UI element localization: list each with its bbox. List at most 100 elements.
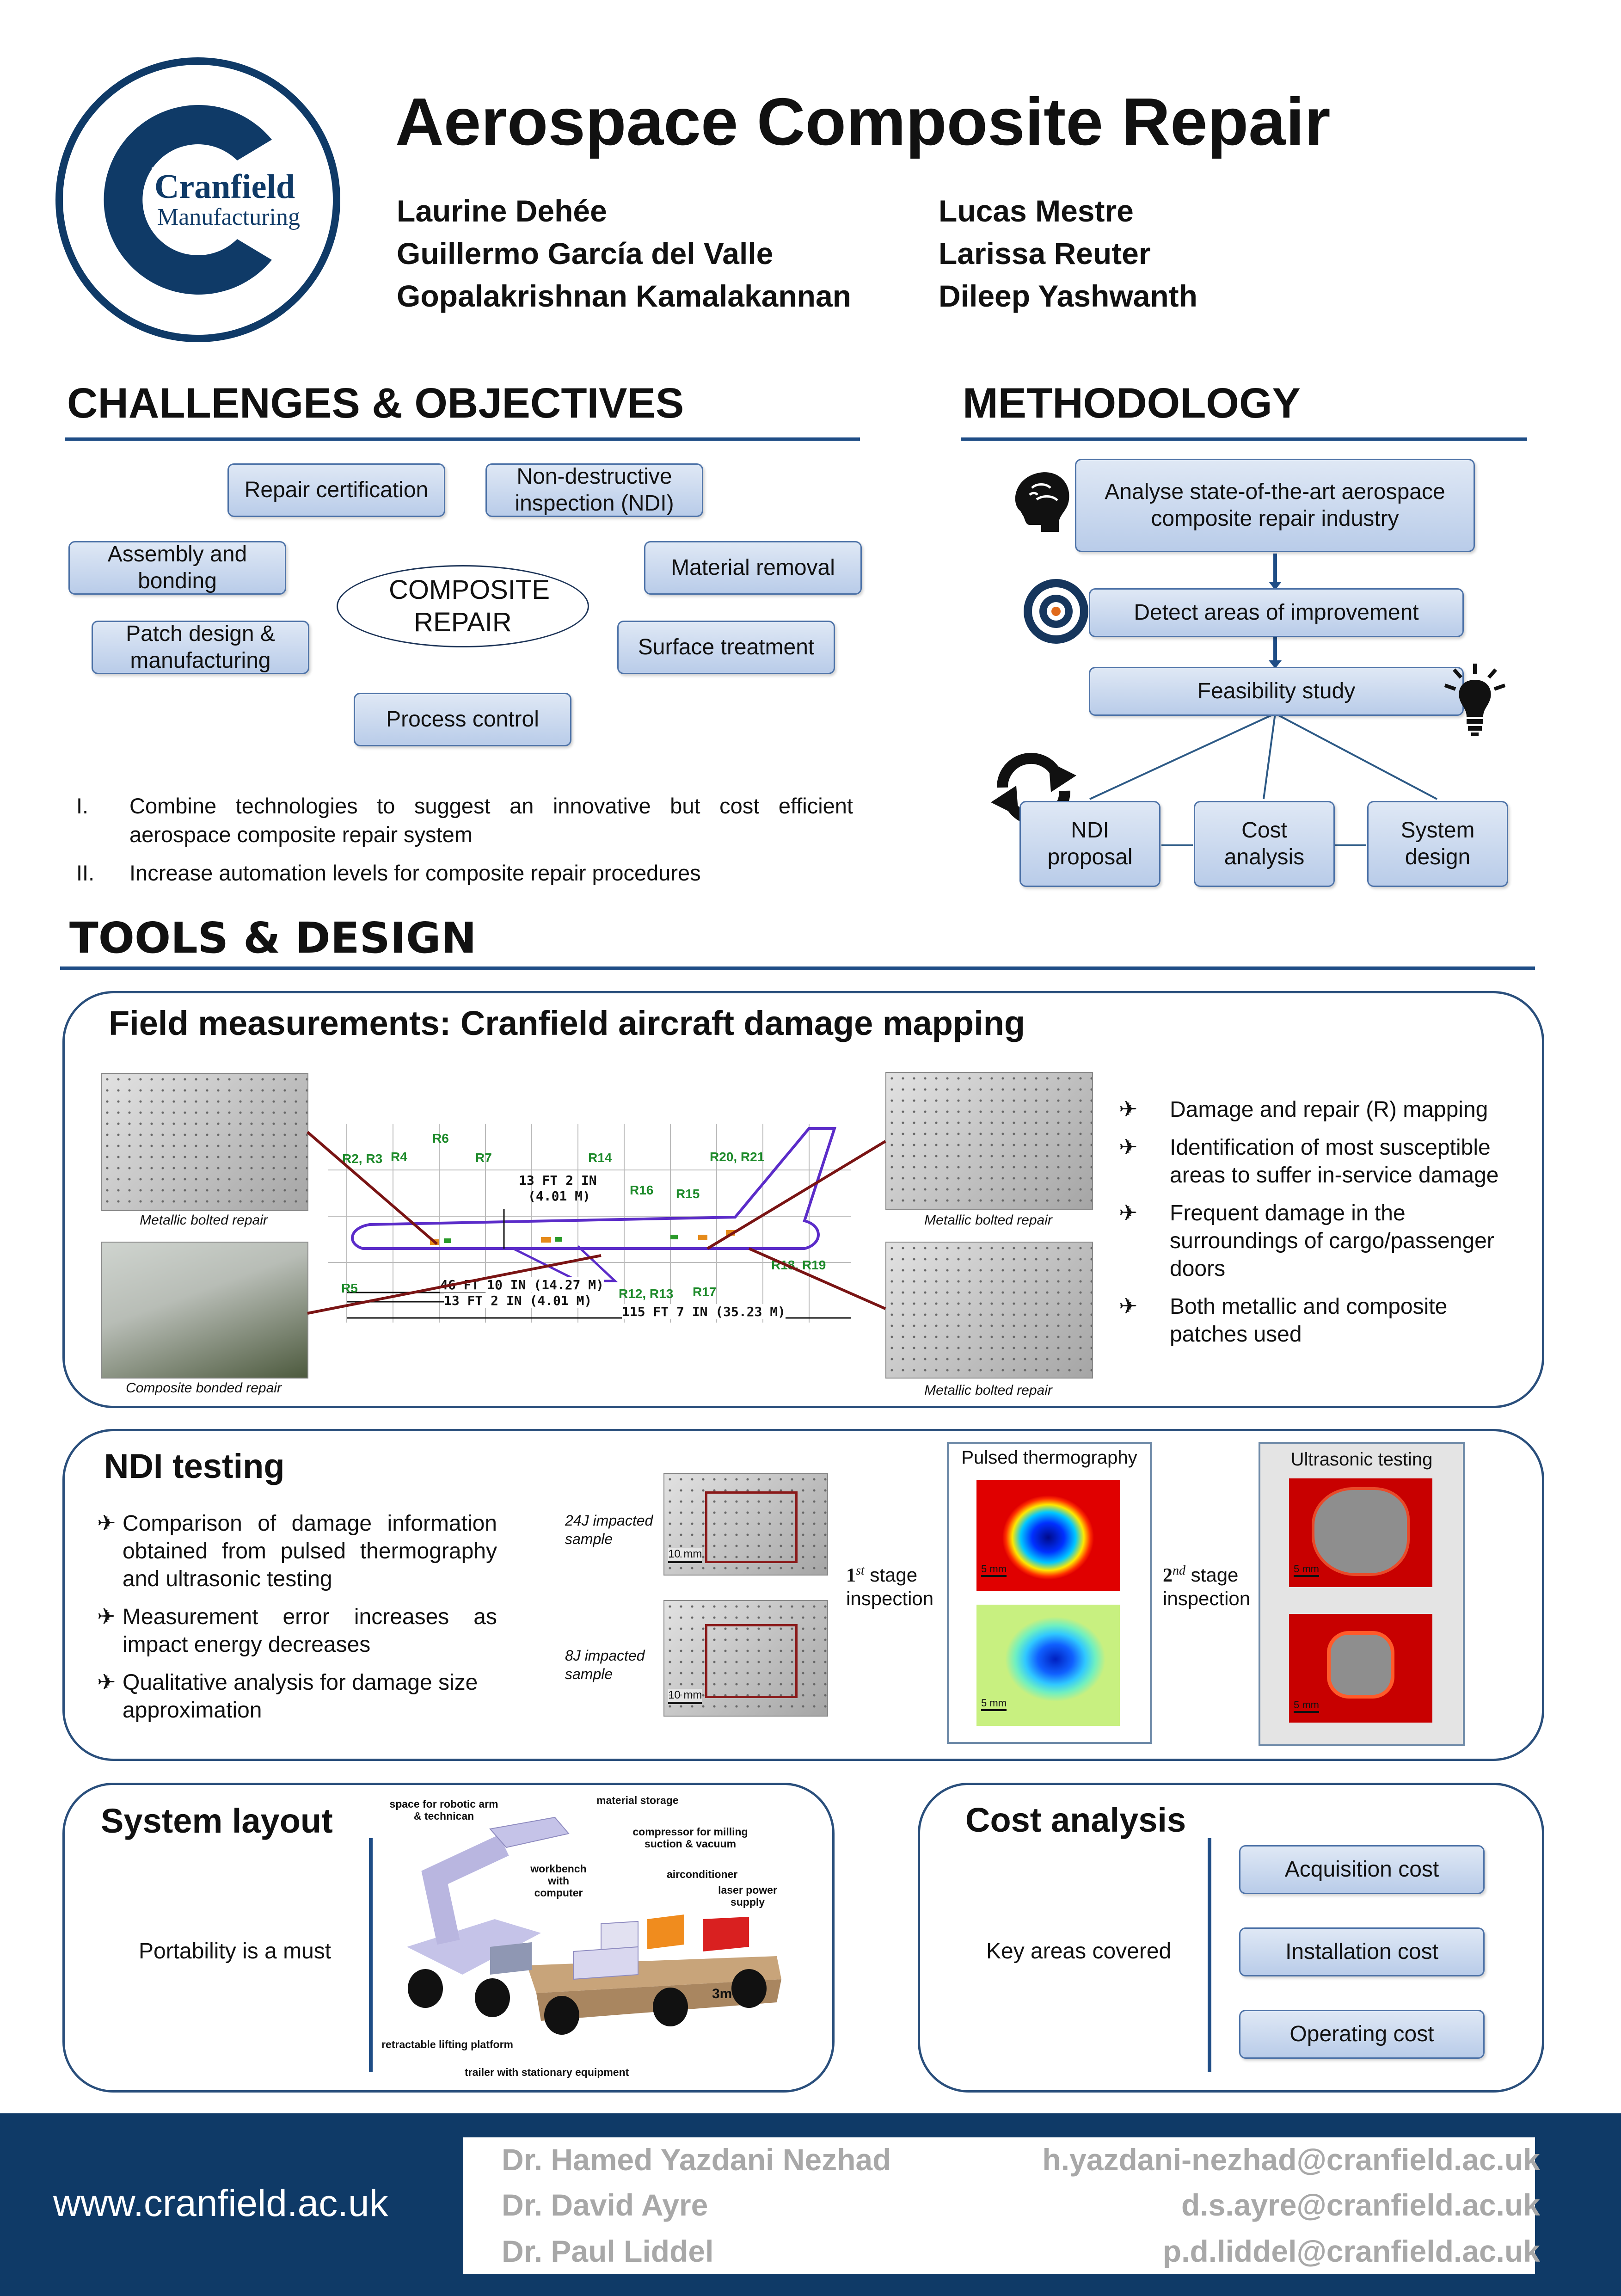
cost-item: Acquisition cost — [1239, 1845, 1485, 1894]
airplane-bullet-icon: ✈ — [1119, 1135, 1138, 1160]
airplane-bullet-icon: ✈ — [97, 1511, 116, 1536]
repair-caption: Metallic bolted repair — [140, 1213, 268, 1228]
scale-bar: 5 mm — [981, 1697, 1007, 1711]
method-step: Analyse state-of-the-art aerospace compo… — [1075, 459, 1475, 552]
layout-label: space for robotic arm & technican — [389, 1798, 498, 1822]
photo-link-arrows — [307, 1131, 886, 1315]
layout-label: airconditioner — [667, 1868, 738, 1880]
repair-label: R5 — [341, 1281, 358, 1295]
ndi-bullets: ✈ Comparison of damage information obtai… — [97, 1510, 497, 1724]
stage-suffix: nd — [1173, 1563, 1185, 1578]
bullet-text: Frequent damage in the surroundings of c… — [1170, 1201, 1494, 1281]
repair-caption: Metallic bolted repair — [924, 1383, 1052, 1398]
challenge-box: Process control — [354, 693, 571, 746]
authors-left: Laurine Dehée Guillermo García del Valle… — [397, 190, 851, 317]
contact-email[interactable]: h.yazdani-nezhad@cranfield.ac.uk — [1042, 2142, 1540, 2177]
field-bullets: ✈ Damage and repair (R) mapping ✈ Identi… — [1119, 1096, 1526, 1348]
repair-caption: Composite bonded repair — [126, 1380, 282, 1396]
bullet-text: Identification of most susceptible areas… — [1170, 1135, 1499, 1188]
scale-bar: 5 mm — [1294, 1563, 1319, 1577]
ndi-bullet: ✈ Measurement error increases as impact … — [97, 1603, 497, 1659]
contact-email[interactable]: d.s.ayre@cranfield.ac.uk — [1181, 2188, 1540, 2222]
contacts-box — [463, 2137, 1535, 2274]
layout-label: compressor for milling suction & vacuum — [632, 1826, 748, 1850]
stage-number: 2 — [1163, 1565, 1173, 1586]
methodology-rule — [961, 437, 1527, 441]
airplane-bullet-icon: ✈ — [1119, 1097, 1138, 1122]
stage-suffix: st — [856, 1563, 865, 1578]
sample-label: 8J impacted sample — [565, 1647, 645, 1682]
brain-icon — [1009, 467, 1074, 536]
tools-rule — [60, 966, 1535, 970]
cost-item: Installation cost — [1239, 1927, 1485, 1976]
method-outcome: NDI proposal — [1019, 801, 1160, 887]
repair-caption: Metallic bolted repair — [924, 1213, 1052, 1228]
repair-photo — [885, 1242, 1093, 1379]
logo-name: Cranfield — [152, 167, 298, 207]
ultrasonic-map — [1289, 1478, 1432, 1587]
repair-label: R7 — [475, 1151, 492, 1165]
system-divider — [369, 1838, 373, 2072]
repair-label: R20, R21 — [710, 1150, 765, 1164]
field-panel — [62, 991, 1544, 1408]
cost-title: Cost analysis — [965, 1801, 1186, 1839]
scale-bar: 10 mm — [668, 1548, 702, 1563]
challenge-box: Patch design & manufacturing — [92, 621, 309, 674]
repair-photo — [885, 1072, 1093, 1210]
dimension-label: (4.01 M) — [528, 1188, 590, 1204]
repair-label: R15 — [676, 1187, 700, 1201]
cost-item: Operating cost — [1239, 2010, 1485, 2059]
contact-email[interactable]: p.d.liddel@cranfield.ac.uk — [1162, 2234, 1540, 2268]
objective-number: II. — [76, 861, 95, 885]
contact-name: Dr. David Ayre — [502, 2188, 708, 2222]
ultrasonic-title: Ultrasonic testing — [1290, 1449, 1433, 1470]
methodology-connectors — [1089, 554, 1437, 846]
field-bullet: ✈ Frequent damage in the surroundings of… — [1119, 1200, 1526, 1283]
logo: Cranfield Manufacturing — [55, 56, 341, 343]
logo-sub: Manufacturing — [155, 203, 302, 231]
method-step: Detect areas of improvement — [1089, 588, 1464, 637]
damage-area — [1331, 1635, 1391, 1695]
target-icon — [1023, 578, 1090, 645]
author: Dileep Yashwanth — [939, 279, 1197, 313]
bullet-text: Comparison of damage information obtaine… — [123, 1511, 497, 1591]
layout-label: workbench with computer — [530, 1863, 587, 1899]
repair-label: R12, R13 — [619, 1286, 674, 1301]
stage-number: 1 — [846, 1565, 856, 1586]
airplane-bullet-icon: ✈ — [1119, 1294, 1138, 1319]
dimension-label: 115 FT 7 IN (35.23 M) — [622, 1304, 786, 1319]
airplane-bullet-icon: ✈ — [97, 1605, 116, 1629]
layout-label: material storage — [596, 1794, 679, 1806]
objective-text: Combine technologies to suggest an innov… — [129, 794, 853, 847]
repair-label: R17 — [693, 1285, 717, 1299]
aircraft-diagram: R2, R3 R4 R6 R7 R14 R20, R21 R16 R15 R5 … — [319, 1114, 874, 1327]
stage-1-label: 1st stage inspection — [846, 1559, 933, 1610]
contact-name: Dr. Hamed Yazdani Nezhad — [502, 2142, 891, 2177]
ndi-bullet: ✈ Qualitative analysis for damage size a… — [97, 1669, 497, 1724]
footer-url[interactable]: www.cranfield.ac.uk — [53, 2182, 388, 2224]
method-step: Feasibility study — [1089, 667, 1464, 716]
cost-divider — [1208, 1838, 1211, 2072]
ndi-title: NDI testing — [104, 1447, 285, 1485]
dimension-label: 46 FT 10 IN (14.27 M) — [440, 1277, 604, 1293]
bullet-text: Qualitative analysis for damage size app… — [123, 1670, 478, 1723]
thermography-frame: Pulsed thermography 5 mm 5 mm — [947, 1442, 1152, 1744]
thermography-map — [976, 1480, 1120, 1591]
author: Gopalakrishnan Kamalakannan — [397, 279, 852, 313]
stage-text: stage — [1191, 1564, 1239, 1586]
layout-label: trailer with stationary equipment — [465, 2066, 629, 2078]
sample-photo: 10 mm — [663, 1473, 828, 1576]
field-title: Field measurements: Cranfield aircraft d… — [109, 1004, 1025, 1042]
airplane-bullet-icon: ✈ — [1119, 1201, 1138, 1225]
author: Lucas Mestre — [939, 194, 1134, 228]
repair-label: R14 — [588, 1151, 612, 1165]
objective-number: I. — [76, 794, 89, 818]
bullet-text: Measurement error increases as impact en… — [123, 1605, 497, 1657]
author: Laurine Dehée — [397, 194, 607, 228]
challenge-box: Surface treatment — [617, 621, 835, 674]
repair-label: R16 — [630, 1183, 654, 1197]
field-bullet: ✈ Identification of most susceptible are… — [1119, 1134, 1526, 1189]
challenge-box: Non-destructive inspection (NDI) — [485, 463, 703, 517]
layout-label: 3m — [712, 1986, 732, 2001]
author: Guillermo García del Valle — [397, 236, 774, 271]
